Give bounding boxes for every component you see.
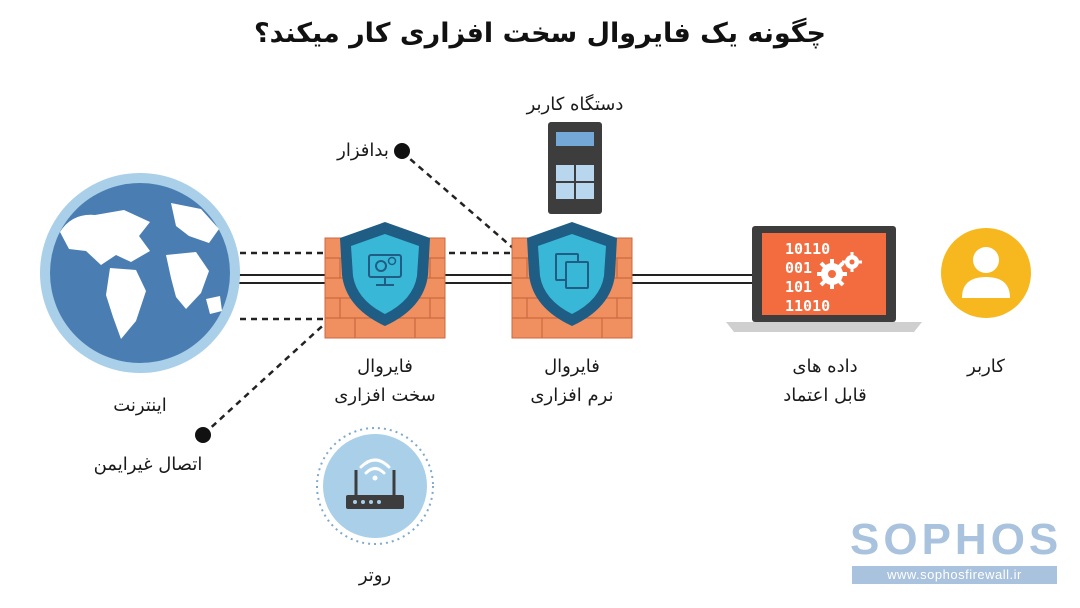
software-firewall-label-line1: فایروال [544,356,600,377]
hardware-firewall-label-line1: فایروال [357,356,413,377]
sophos-logo: SOPHOS [850,515,1063,564]
internet-globe-icon [40,173,240,373]
laptop-code-line: 001 [785,259,812,277]
solid-connection-lines [230,274,760,284]
diagram-title: چگونه یک فایروال سخت افزاری کار میکند؟ [254,18,826,49]
user-device-label: دستگاه کاربر [526,94,624,115]
laptop-code-line: 11010 [785,297,830,315]
dashed-connection-lines [204,151,520,434]
malware-dot [394,143,410,159]
wifi-icon [359,458,391,475]
trusted-data-label-line1: داده های [792,356,858,377]
laptop-code-line: 10110 [785,240,830,258]
unsecured-connection-label: اتصال غیرایمن [93,454,203,475]
hardware-firewall-label-line2: سخت افزاری [334,385,436,406]
user-device-phone-icon [548,122,602,214]
gear-icon [817,252,862,289]
internet-label: اینترنت [113,395,167,416]
user-label: کاربر [967,356,1005,377]
router-icon [316,427,434,545]
malware-label: بدافزار [337,140,389,161]
laptop-code-line: 101 [785,278,812,296]
sophos-url: www.sophosfirewall.ir [852,566,1057,584]
user-avatar-icon [941,228,1031,318]
software-firewall-shield-icon [527,222,617,326]
trusted-data-label-line2: قابل اعتماد [783,385,867,406]
hardware-firewall-shield-icon [340,222,430,326]
laptop-icon: 10110 001 101 11010 [726,226,922,332]
router-label: روتر [358,565,392,586]
software-firewall-label-line2: نرم افزاری [530,385,614,406]
unsecured-dot [195,427,211,443]
